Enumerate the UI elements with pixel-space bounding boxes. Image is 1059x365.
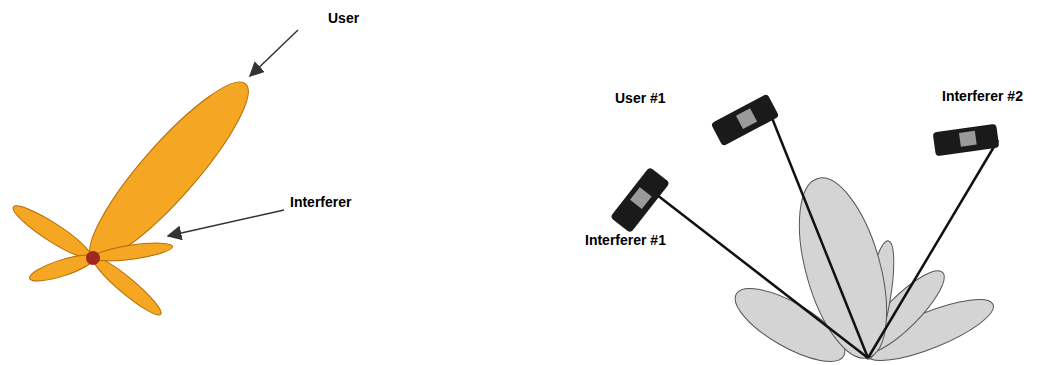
phone-icon <box>933 124 1000 157</box>
signal-line <box>868 140 998 358</box>
phone-icon <box>610 167 670 233</box>
beam-pattern-right <box>725 168 999 365</box>
beam-pattern-left <box>9 66 266 320</box>
leader-arrow <box>250 30 298 76</box>
figure-label: User #1 <box>615 90 666 106</box>
figure-label: Interferer #1 <box>585 232 666 248</box>
figure-label: Interferer <box>290 194 351 210</box>
phone-icon <box>711 93 780 146</box>
figure-label: User <box>328 10 359 26</box>
leader-arrow <box>168 210 284 236</box>
figure-label: Interferer #2 <box>942 88 1023 104</box>
signal-line <box>648 188 868 358</box>
antenna-center <box>86 251 100 265</box>
